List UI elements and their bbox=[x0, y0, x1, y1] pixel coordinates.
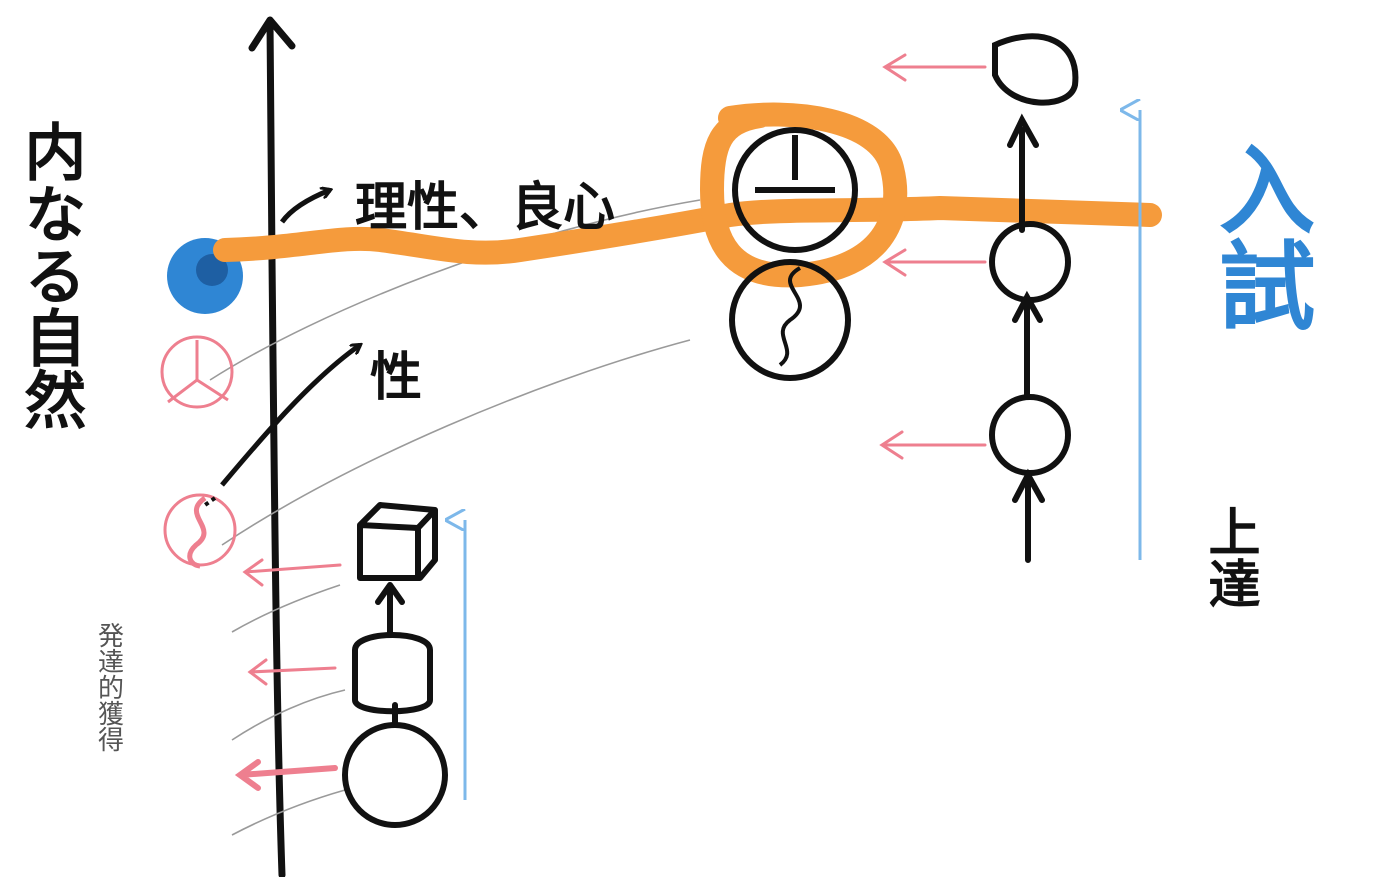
label-inner-nature: 内なる自然 bbox=[13, 120, 87, 430]
bottom-growth-stack bbox=[342, 502, 448, 828]
label-improvement: 上達 bbox=[1199, 505, 1259, 609]
right-growth-stack bbox=[989, 33, 1079, 563]
arrow-to-nature bbox=[203, 345, 360, 507]
conscience-symbol-circle bbox=[732, 127, 858, 253]
vertical-axis bbox=[248, 16, 296, 877]
label-developmental-achievement: 発達的獲得 bbox=[93, 622, 124, 752]
pink-circle-lower bbox=[163, 493, 237, 569]
grey-connector-lines bbox=[209, 199, 701, 836]
arrow-to-reason bbox=[279, 190, 330, 224]
pink-circle-upper bbox=[160, 335, 234, 409]
label-nature: 性 bbox=[370, 348, 423, 408]
nature-symbol-circle bbox=[729, 259, 851, 381]
label-entrance-test: 入試 bbox=[1202, 140, 1315, 332]
pink-left-arrows bbox=[234, 53, 987, 791]
label-reason-conscience: 理性、良心 bbox=[355, 178, 616, 238]
